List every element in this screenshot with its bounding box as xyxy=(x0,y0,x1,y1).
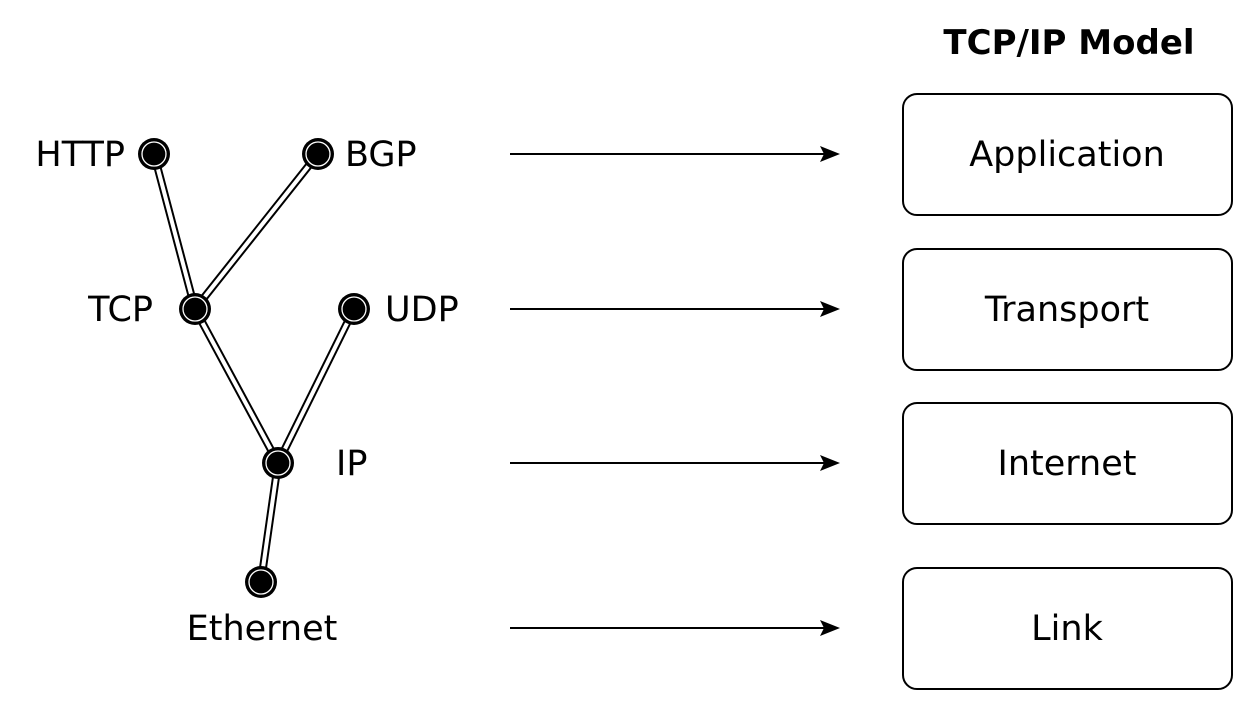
label-tcp: TCP xyxy=(87,290,153,330)
arrow-link xyxy=(510,620,840,636)
node-ip xyxy=(262,447,294,479)
node-tcp xyxy=(179,293,211,325)
protocol-edges xyxy=(150,151,358,583)
arrow-application xyxy=(510,146,840,162)
edge-udp-ip xyxy=(274,307,358,465)
arrow-internet xyxy=(510,455,840,471)
layer-transport: Transport xyxy=(902,248,1233,371)
layer-link: Link xyxy=(902,567,1233,690)
label-udp: UDP xyxy=(385,290,459,330)
protocol-labels: HTTP BGP TCP UDP IP Ethernet xyxy=(35,135,458,649)
layer-internet-label: Internet xyxy=(998,444,1137,484)
edge-tcp-ip xyxy=(191,307,282,465)
label-bgp: BGP xyxy=(345,135,417,175)
protocol-nodes xyxy=(138,138,370,598)
layer-link-label: Link xyxy=(1031,609,1103,649)
edge-http-tcp xyxy=(150,152,199,311)
model-layers: Application Transport Internet Link xyxy=(902,93,1233,690)
node-udp xyxy=(338,293,370,325)
label-ip: IP xyxy=(336,444,367,484)
node-ethernet xyxy=(245,566,277,598)
label-http: HTTP xyxy=(35,135,125,175)
label-ethernet: Ethernet xyxy=(187,609,338,649)
edge-ip-ethernet xyxy=(257,462,282,583)
edge-bgp-tcp xyxy=(191,151,322,312)
node-bgp xyxy=(302,138,334,170)
layer-application: Application xyxy=(902,93,1233,216)
layer-internet: Internet xyxy=(902,402,1233,525)
model-title: TCP/IP Model xyxy=(943,23,1194,63)
mapping-arrows xyxy=(510,146,840,636)
arrow-transport xyxy=(510,301,840,317)
node-http xyxy=(138,138,170,170)
layer-application-label: Application xyxy=(969,135,1165,175)
layer-transport-label: Transport xyxy=(984,290,1149,330)
